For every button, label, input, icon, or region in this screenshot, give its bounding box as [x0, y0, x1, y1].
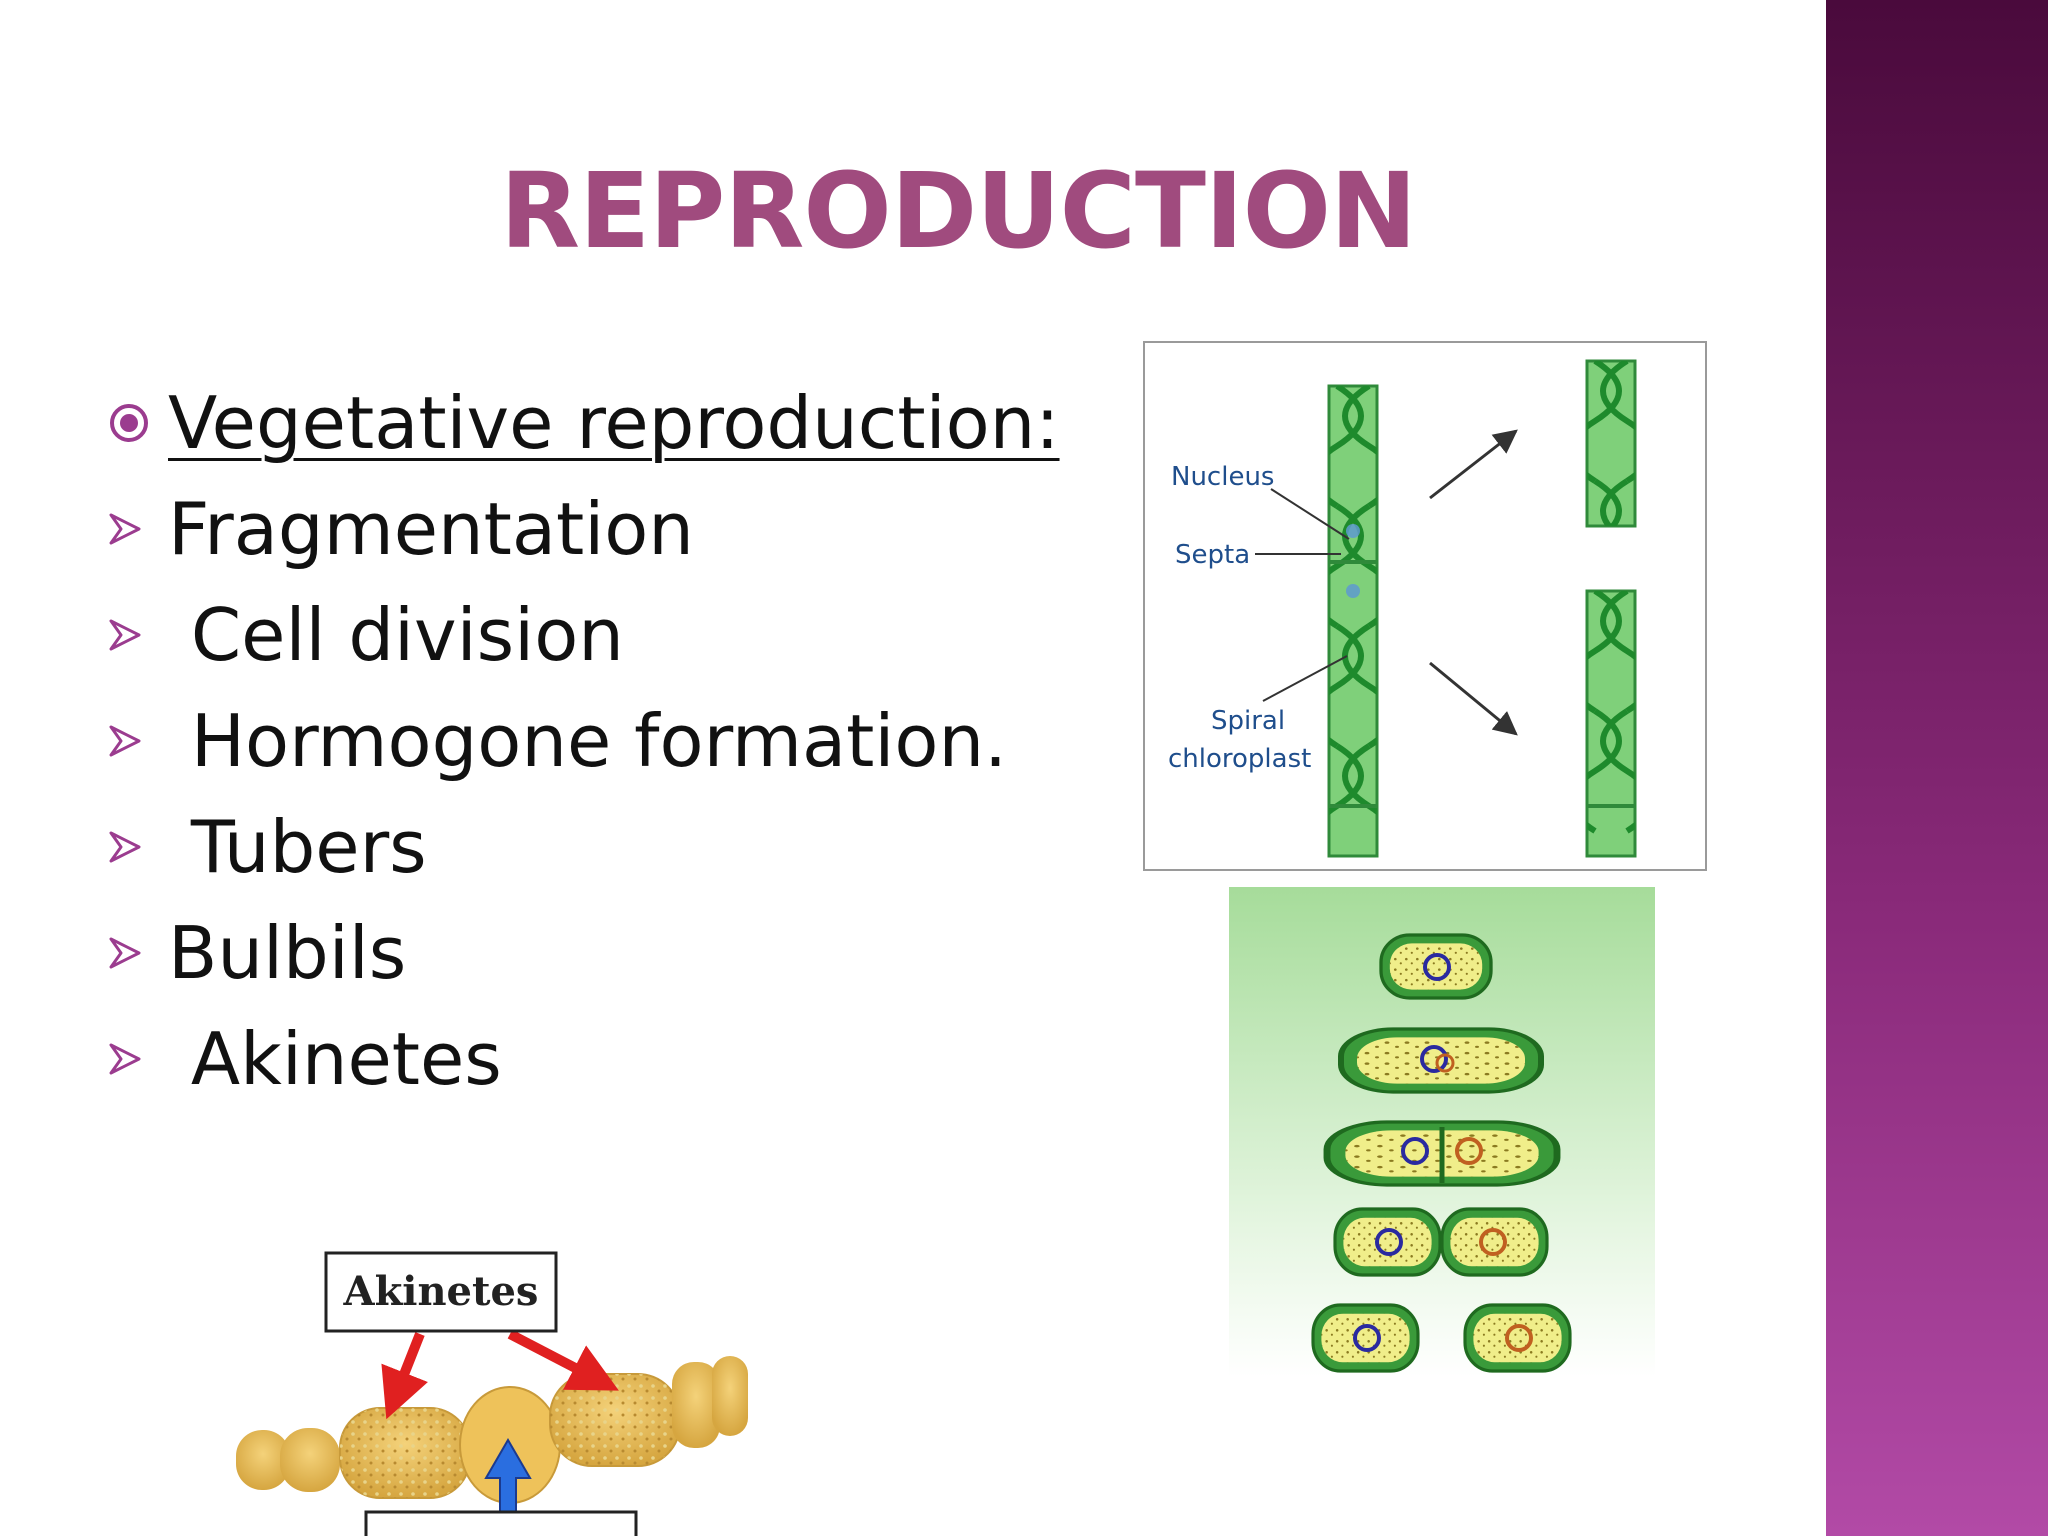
arrowhead-bullet-icon	[108, 618, 168, 652]
circle-bullet-icon	[108, 402, 168, 444]
bullet-item: Vegetative reproduction:	[108, 370, 1060, 476]
label-nucleus: Nucleus	[1171, 462, 1274, 492]
cell-division-figure	[1229, 887, 1655, 1377]
label-akinetes: Akinetes	[343, 1268, 539, 1315]
bullet-list: Vegetative reproduction: Fragmentation C…	[108, 370, 1060, 1112]
arrowhead-bullet-icon	[108, 830, 168, 864]
label-spiral: Spiral	[1211, 706, 1285, 736]
decorative-side-band	[1826, 0, 2048, 1536]
bullet-item: Cell division	[108, 582, 1060, 688]
arrowhead-bullet-icon	[108, 1042, 168, 1076]
arrowhead-bullet-icon	[108, 936, 168, 970]
fragmentation-figure: Nucleus Septa Spiral chloroplast	[1143, 341, 1707, 871]
bullet-item: Fragmentation	[108, 476, 1060, 582]
bullet-text: Bulbils	[168, 911, 407, 995]
label-chloroplast: chloroplast	[1168, 744, 1311, 774]
arrowhead-bullet-icon	[108, 724, 168, 758]
bullet-text: Hormogone formation.	[168, 699, 1007, 783]
arrowhead-bullet-icon	[108, 512, 168, 546]
label-septa: Septa	[1175, 540, 1250, 570]
bullet-text: Vegetative reproduction:	[168, 381, 1060, 465]
akinetes-figure: Akinetes	[230, 1250, 750, 1536]
bullet-text: Fragmentation	[168, 487, 694, 571]
slide-title: REPRODUCTION	[500, 150, 1417, 272]
bullet-text: Cell division	[168, 593, 624, 677]
bullet-item: Bulbils	[108, 900, 1060, 1006]
slide: REPRODUCTION Vegetative reproduction: Fr…	[108, 150, 1707, 1536]
bullet-item: Hormogone formation.	[108, 688, 1060, 794]
bullet-item: Tubers	[108, 794, 1060, 900]
bullet-text: Akinetes	[168, 1017, 502, 1101]
bullet-text: Tubers	[168, 805, 427, 889]
bullet-item: Akinetes	[108, 1006, 1060, 1112]
